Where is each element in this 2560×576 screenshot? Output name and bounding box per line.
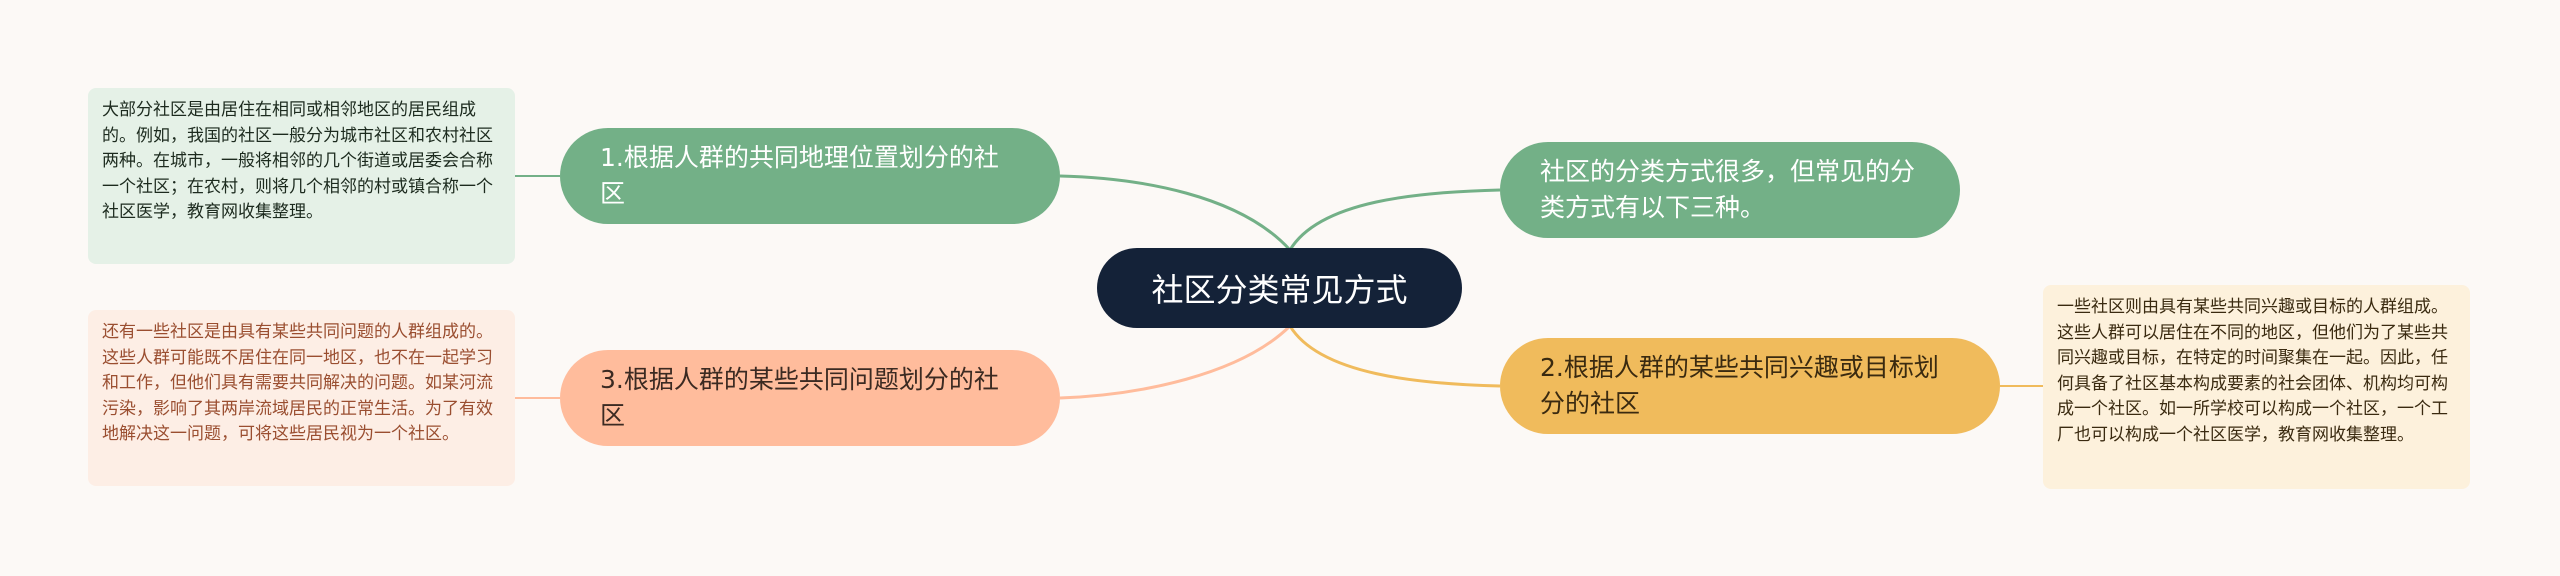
branch-intro[interactable]: 社区的分类方式很多，但常见的分类方式有以下三种。 — [1500, 142, 1960, 238]
branch-common-interest-label: 2.根据人群的某些共同兴趣或目标划分的社区 — [1540, 353, 1939, 418]
note-geographic-text: 大部分社区是由居住在相同或相邻地区的居民组成的。例如，我国的社区一般分为城市社区… — [102, 100, 493, 222]
branch-geographic[interactable]: 1.根据人群的共同地理位置划分的社区 — [560, 128, 1060, 224]
link-center-to-branch-3 — [1059, 324, 1292, 400]
note-common-problem: 还有一些社区是由具有某些共同问题的人群组成的。这些人群可能既不居住在同一地区，也… — [88, 310, 515, 486]
link-center-to-branch-2 — [1288, 188, 1501, 251]
note-common-interest-text: 一些社区则由具有某些共同兴趣或目标的人群组成。这些人群可以居住在不同的地区，但他… — [2057, 297, 2448, 445]
note-geographic: 大部分社区是由居住在相同或相邻地区的居民组成的。例如，我国的社区一般分为城市社区… — [88, 88, 515, 264]
branch-common-problem[interactable]: 3.根据人群的某些共同问题划分的社区 — [560, 350, 1060, 446]
branch-common-problem-label: 3.根据人群的某些共同问题划分的社区 — [600, 365, 999, 430]
link-center-to-branch-4 — [1288, 325, 1501, 388]
branch-common-interest[interactable]: 2.根据人群的某些共同兴趣或目标划分的社区 — [1500, 338, 2000, 434]
note-common-interest: 一些社区则由具有某些共同兴趣或目标的人群组成。这些人群可以居住在不同的地区，但他… — [2043, 285, 2470, 489]
central-topic[interactable]: 社区分类常见方式 — [1097, 248, 1462, 328]
central-topic-label: 社区分类常见方式 — [1151, 271, 1408, 309]
link-center-to-branch-1 — [1059, 174, 1292, 252]
branch-intro-label: 社区的分类方式很多，但常见的分类方式有以下三种。 — [1540, 157, 1916, 222]
note-common-problem-text: 还有一些社区是由具有某些共同问题的人群组成的。这些人群可能既不居住在同一地区，也… — [102, 322, 493, 444]
branch-geographic-label: 1.根据人群的共同地理位置划分的社区 — [600, 143, 999, 208]
